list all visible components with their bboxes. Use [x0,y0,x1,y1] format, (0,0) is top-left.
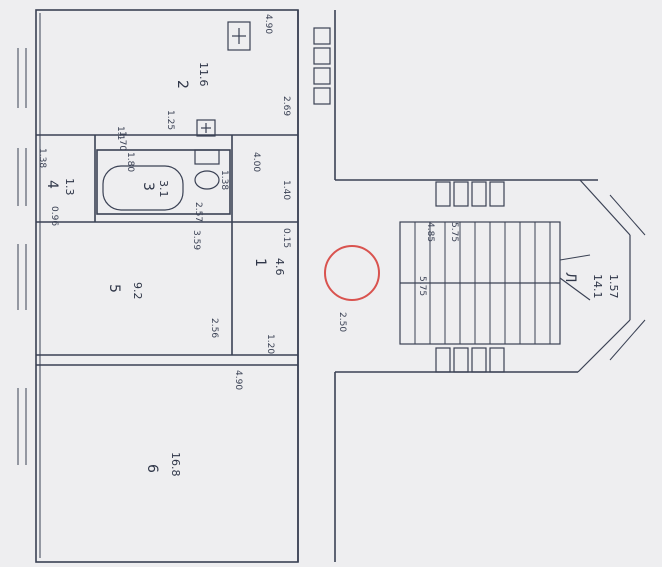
dim-label: 0.15 [281,228,291,248]
dim-label: 2.69 [281,96,291,116]
stair-steps [414,222,551,344]
dim-label: 4.90 [263,14,273,34]
room-1-area: 4.6 [273,258,286,276]
dim-label: 1.40 [281,180,291,200]
dim-label: 1.1 [115,126,125,140]
radiator-icon [435,181,505,207]
bathtub-icon [102,165,184,211]
radiator-icon [435,347,505,373]
dim-label: 3.59 [191,230,201,250]
dim-label: 4.90 [233,370,243,390]
exterior-wall [35,9,299,563]
dim-label: 4.00 [251,152,261,172]
dim-label: 4.85 [425,222,435,242]
dim-label: 1.70 [117,131,127,151]
room-6-area: 16.8 [169,452,182,477]
room-2-number: 2 [174,80,190,89]
room-5-number: 5 [106,284,122,293]
dim-label: 2.50 [337,312,347,332]
dim-label: 5.75 [417,276,427,296]
highlight-circle [324,245,380,301]
stair-area: 14.1 [591,274,604,299]
dim-label: 1.25 [165,110,175,130]
room-2-area: 11.6 [197,62,210,87]
dim-label: 0.96 [49,206,59,226]
room-3-number: 3 [140,182,156,191]
dim-label: 1.38 [37,148,47,168]
toilet-icon [194,149,220,190]
dim-label: 1.20 [265,334,275,354]
stair-area-extra: 1.57 [607,274,620,299]
stove-icon [227,21,251,51]
dim-label: 2.57 [193,202,203,222]
dim-label: 5.75 [449,222,459,242]
room-5-area: 9.2 [131,282,144,300]
room-4-area: 1.3 [63,178,76,196]
radiator-icon [313,27,331,105]
stair-label: Л [562,272,578,283]
room-4-number: 4 [44,180,60,189]
dim-label: 1.80 [125,152,135,172]
room-3-area: 3.1 [157,180,170,198]
dim-label: 1.38 [219,170,229,190]
room-1-number: 1 [252,258,268,267]
dim-label: 2.56 [209,318,219,338]
sink-icon [196,119,216,137]
room-6-number: 6 [144,464,160,473]
